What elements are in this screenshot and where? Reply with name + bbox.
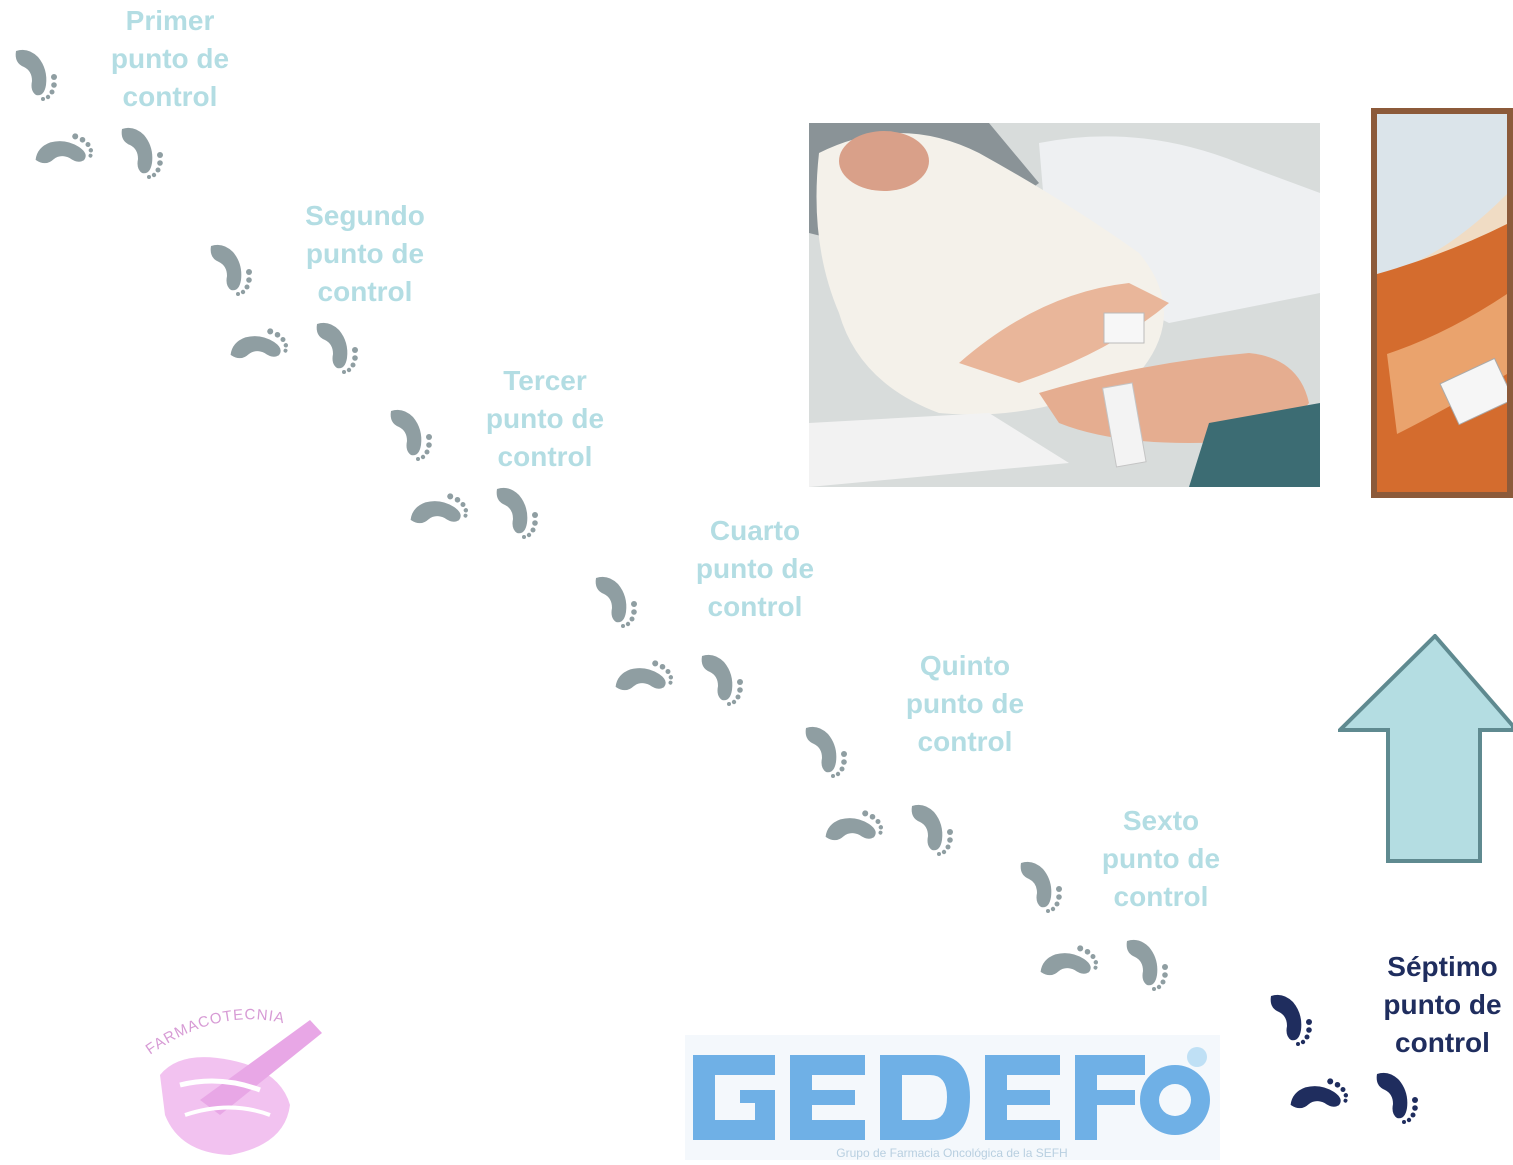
footprint-icon (1015, 857, 1067, 913)
footprint-icon (1283, 1061, 1356, 1132)
checkpoint-label-tercer: Tercer punto de control (465, 362, 625, 476)
wristband-closeup-photo-art (1377, 114, 1507, 492)
footprint-icon (205, 240, 257, 296)
footprint-icon (906, 800, 958, 856)
footprint-icon (1265, 990, 1317, 1046)
gedefo-logo: Grupo de Farmacia Oncológica de la SEFH (685, 1035, 1220, 1160)
footprint-icon (403, 476, 476, 547)
footprint-icon (28, 116, 101, 187)
footprint-icon (385, 405, 437, 461)
footprint-icon (1121, 935, 1173, 991)
up-arrow-icon (1338, 634, 1513, 864)
footprint-icon (116, 123, 168, 179)
newborn-wristband-photo (809, 123, 1320, 487)
footprint-icon (491, 483, 543, 539)
svg-text:FARMACOTECNIA: FARMACOTECNIA (143, 1006, 287, 1058)
footprint-icon (10, 45, 62, 101)
checkpoint-label-segundo: Segundo punto de control (285, 197, 445, 311)
gedefo-caption: Grupo de Farmacia Oncológica de la SEFH (836, 1146, 1067, 1160)
checkpoint-label-primer: Primer punto de control (90, 2, 250, 116)
footprint-icon (311, 318, 363, 374)
footprint-icon (590, 572, 642, 628)
footprint-icon (1033, 928, 1106, 999)
checkpoint-label-septimo: Séptimo punto de control (1372, 948, 1513, 1062)
farmacotecnia-logo-text: FARMACOTECNIA (143, 1006, 287, 1058)
footprint-icon (1371, 1068, 1423, 1124)
wristband-closeup-photo (1371, 108, 1513, 498)
footprint-icon (223, 311, 296, 382)
farmacotecnia-logo: FARMACOTECNIA (140, 1005, 330, 1155)
footprint-icon (608, 643, 681, 714)
newborn-wristband-photo-art (809, 123, 1320, 487)
checkpoint-label-quinto: Quinto punto de control (885, 647, 1045, 761)
footprint-icon (818, 793, 891, 864)
checkpoint-label-cuarto: Cuarto punto de control (675, 512, 835, 626)
footprint-icon (800, 722, 852, 778)
footprint-icon (696, 650, 748, 706)
checkpoint-label-sexto: Sexto punto de control (1081, 802, 1241, 916)
